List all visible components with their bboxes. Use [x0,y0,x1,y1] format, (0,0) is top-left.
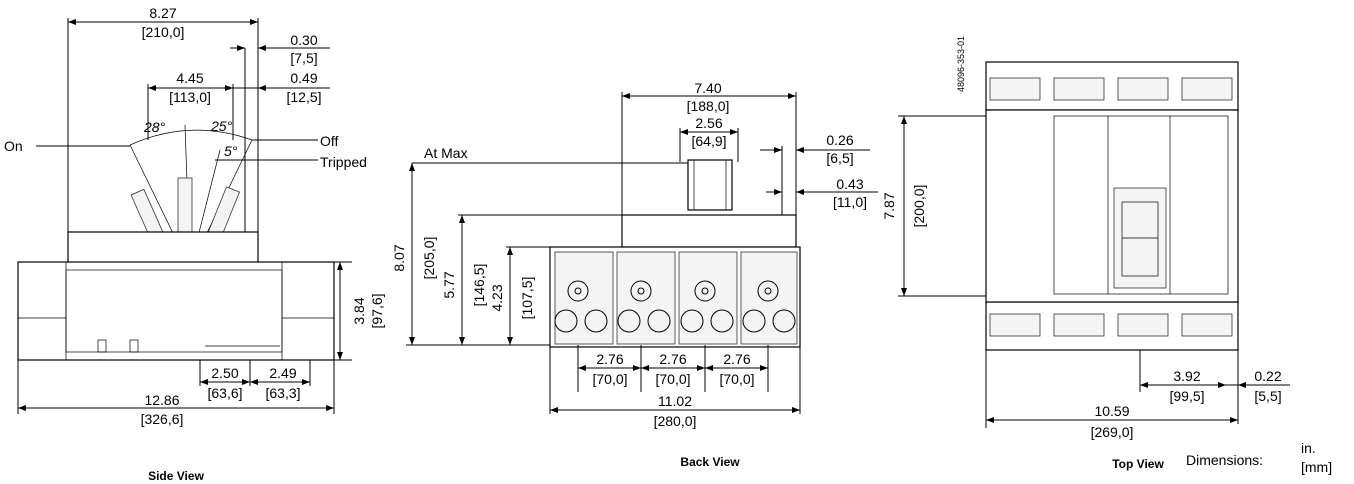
side-mount-a-mm: [63,6] [207,385,242,401]
legend-label: Dimensions: [1186,452,1263,468]
top-width-in: 10.59 [1094,403,1129,419]
back-width-in: 11.02 [658,393,692,409]
back-pitch-3-in: 2.76 [723,351,750,367]
side-mount-b-in: 2.49 [269,365,296,381]
back-pitch-2-mm: [70,0] [655,371,690,387]
side-angle-on: 28° [143,119,166,135]
side-offset-a-mm: [7,5] [290,50,317,66]
legend-unit-in: in. [1301,440,1316,456]
side-mount-b-mm: [63,3] [265,385,300,401]
back-height-low-mm: [107,5] [519,277,535,320]
top-offset-a-mm: [99,5] [1169,388,1204,404]
side-tripped-label: Tripped [320,154,367,170]
back-height-mid-mm: [146,5] [471,264,487,307]
back-view-caption: Back View [680,455,740,469]
top-width-mm: [269,0] [1091,424,1134,440]
legend-unit-mm: [mm] [1301,459,1332,475]
back-handle-mm: [64,9] [691,133,726,149]
side-view-caption: Side View [148,469,204,483]
side-angle-tripped: 5° [224,143,238,159]
side-off-label: Off [320,133,339,149]
back-offset-a-in: 0.26 [826,132,853,148]
back-top-width-mm: [188,0] [687,98,730,114]
side-offset-a-in: 0.30 [290,32,317,48]
side-height-mm: [97,6] [369,293,385,328]
side-height-in: 3.84 [351,297,367,324]
back-height-max-mm: [205,0] [421,237,437,280]
top-view-caption: Top View [1112,457,1164,471]
back-handle-in: 2.56 [695,115,722,131]
top-offset-b-mm: [5,5] [1254,388,1281,404]
side-handle-in: 4.45 [176,70,203,86]
side-depth-mm: [326,6] [141,411,184,427]
side-offset-b-in: 0.49 [290,70,317,86]
top-height-mm: [200,0] [911,185,927,228]
side-offset-b-mm: [12,5] [286,89,321,105]
back-pitch-2-in: 2.76 [659,351,686,367]
top-offset-a-in: 3.92 [1173,368,1200,384]
back-offset-b-in: 0.43 [836,176,863,192]
back-height-max-in: 8.07 [391,244,407,271]
bottom-terminals [989,313,1233,337]
terminal-block [554,251,798,345]
top-terminals [989,77,1233,101]
back-at-max-label: At Max [424,145,468,161]
back-pitch-1-mm: [70,0] [592,371,627,387]
figure-id: 48096-353-01 [956,36,966,92]
side-depth-in: 12.86 [144,392,179,408]
back-view: 7.40 [188,0] 2.56 [64,9] 0.26 [6,5] 0.43… [391,80,878,469]
back-top-width-in: 7.40 [694,80,721,96]
side-angle-off: 25° [210,118,233,134]
back-offset-a-mm: [6,5] [826,150,853,166]
top-offset-b-in: 0.22 [1254,368,1281,384]
back-height-mid-in: 5.77 [441,271,457,298]
back-pitch-1-in: 2.76 [596,351,623,367]
side-mount-a-in: 2.50 [211,365,238,381]
back-offset-b-mm: [11,0] [833,194,867,210]
side-width-mm: [210,0] [142,24,185,40]
side-handle-mm: [113,0] [169,89,211,105]
units-legend: Dimensions: in. [mm] [1186,440,1332,475]
top-height-in: 7.87 [881,192,897,219]
back-height-low-in: 4.23 [489,284,505,311]
back-pitch-3-mm: [70,0] [719,371,754,387]
top-view: 48096-353-01 7.87 [200,0 [881,36,1290,471]
side-view: 8.27 [210,0] 0.30 [7,5] 4.45 [113,0] 0.4… [4,5,385,483]
back-width-mm: [280,0] [654,413,697,429]
side-on-label: On [4,138,23,154]
side-width-in: 8.27 [149,5,176,21]
